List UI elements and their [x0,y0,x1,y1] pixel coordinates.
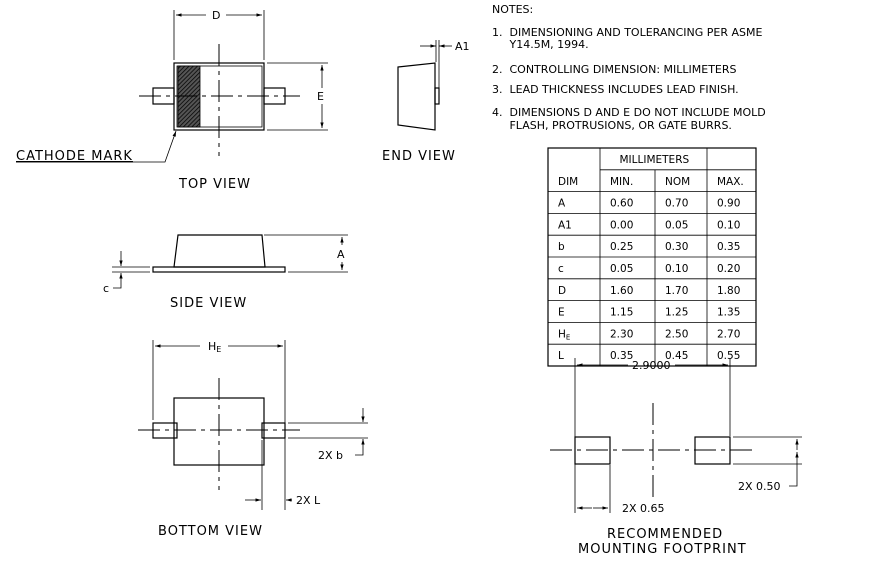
end-view-title: END VIEW [382,149,456,164]
table-cell: b [558,241,565,253]
table-cell: 0.35 [610,350,633,362]
cathode-mark-label: CATHODE MARK [16,149,133,164]
table-header: MAX. [717,176,744,188]
table-cell: E [558,307,565,319]
table-cell: 0.25 [610,241,633,253]
table-cell: A1 [558,219,572,231]
dim-l-label: 2X L [296,494,321,507]
bottom-view: HE 2X b 2X L BOTTOM VIEW [138,340,368,539]
table-cell: 1.60 [610,285,633,297]
dim-he-label: HE [208,340,221,354]
table-cell: 1.35 [717,307,740,319]
dim-a-label: A [337,248,345,261]
dim-b-label: 2X b [318,449,343,462]
note-line: 2. CONTROLLING DIMENSION: MILLIMETERS [492,63,737,76]
note-line: 3. LEAD THICKNESS INCLUDES LEAD FINISH. [492,83,739,96]
table-cell: 2.70 [717,328,740,340]
table-cell: 0.55 [717,350,740,362]
table-cell: 0.60 [610,198,633,210]
table-cell: 1.25 [665,307,688,319]
dim-c-label: c [103,282,109,295]
dim-pitch-label: 2.9000 [632,359,671,372]
side-view: c A SIDE VIEW [103,234,348,311]
notes: NOTES: 1. DIMENSIONING AND TOLERANCING P… [492,3,766,132]
table-cell: 0.10 [665,263,688,275]
note-line: FLASH, PROTRUSIONS, OR GATE BURRS. [492,119,732,132]
table-cell: L [558,350,564,362]
table-cell: 0.05 [665,219,688,231]
table-cell: 0.20 [717,263,740,275]
table-cell: 0.45 [665,350,688,362]
cathode-leader [16,130,177,163]
table-header: NOM [665,176,690,188]
dim-e-label: E [317,90,324,103]
table-cell: 0.10 [717,219,740,231]
top-view: D E CATHODE MARK TOP VIEW [16,9,328,192]
table-header: MIN. [610,176,633,188]
bottom-view-title: BOTTOM VIEW [158,524,263,539]
note-line: Y14.5M, 1994. [492,38,589,51]
footprint-title-line2: MOUNTING FOOTPRINT [578,542,747,557]
top-view-title: TOP VIEW [178,177,251,192]
end-body-outline [397,62,436,131]
footprint-title-line1: RECOMMENDED [607,527,723,542]
mounting-footprint: 2.9000 2X 0.50 2X 0.65 RECOMMENDED MOUNT… [550,358,802,557]
table-cell: HE [558,328,570,341]
table-cell: 1.15 [610,307,633,319]
table-cell: 0.70 [665,198,688,210]
dim-d-label: D [212,9,220,22]
table-group-header: MILLIMETERS [620,154,690,166]
table-cell: c [558,263,564,275]
dimension-table: MILLIMETERS DIM MIN. NOM MAX. A 0.60 0.70 0.90A1… [547,147,757,367]
table-cell: D [558,285,566,297]
table-cell: 1.70 [665,285,688,297]
end-view: A1 END VIEW [382,40,470,164]
side-view-title: SIDE VIEW [170,296,247,311]
note-line: 1. DIMENSIONING AND TOLERANCING PER ASME [492,26,763,39]
dim-pad-width-label: 2X 0.65 [622,502,665,515]
dim-a1-label: A1 [455,40,470,53]
table-cell: 0.00 [610,219,633,231]
note-line: 4. DIMENSIONS D AND E DO NOT INCLUDE MOL… [492,106,766,119]
table-cell: 0.35 [717,241,740,253]
side-lead [152,266,286,273]
table-cell: 0.05 [610,263,633,275]
table-cell: 0.90 [717,198,740,210]
table-cell: A [558,198,566,210]
table-header: DIM [558,176,578,188]
dim-pad-height-label: 2X 0.50 [738,480,781,493]
table-cell: 0.30 [665,241,688,253]
side-body-outline [173,234,266,268]
table-cell: 2.50 [665,328,688,340]
notes-heading: NOTES: [492,3,533,16]
table-cell: 2.30 [610,328,633,340]
table-cell: 1.80 [717,285,740,297]
